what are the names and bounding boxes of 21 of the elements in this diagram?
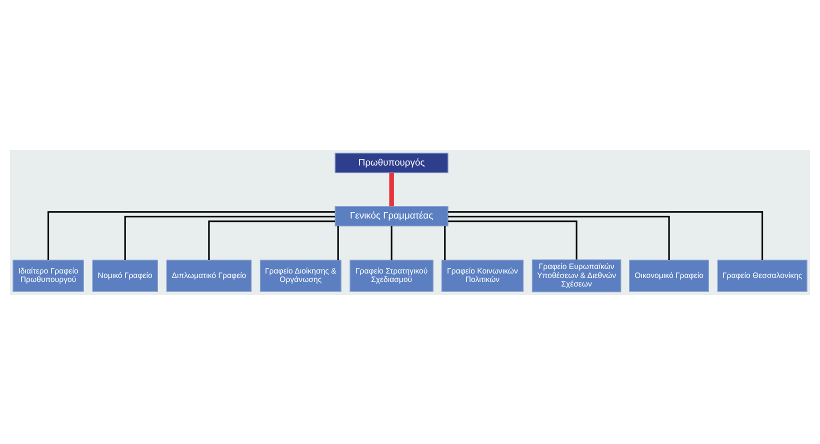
connector [337,226,339,260]
node-box: Γραφείο Κοινωνικών Πολιτικών [441,259,524,292]
node-box: Νομικό Γραφείο [92,259,158,292]
connector [48,210,335,260]
node-box: Γραφείο Θεσσαλονίκης [717,259,808,292]
connector [448,215,670,260]
node-box: Ιδιαίτερο Γραφείο Πρωθυπουργού [12,259,84,292]
connector [444,226,446,260]
connector [124,215,336,260]
connector [208,220,336,260]
connector [389,172,394,206]
node-box: Γραφείο Διοίκησης & Οργάνωσης [260,259,342,292]
connector [448,220,578,259]
node-box: Γραφείο Στρατηγικού Σχεδιασμού [350,259,434,292]
node-box: Γραφείο Ευρωπαϊκών Υποθέσεων & Διεθνών Σχέσεων [532,258,622,292]
connector [390,226,392,260]
connector [448,210,764,260]
node-box: Οικονομικό Γραφείο [629,259,710,292]
node-box: Πρωθυπουργός [334,152,448,173]
node-box: Διπλωματικό Γραφείο [166,259,252,292]
node-box: Γενικός Γραμματέας [334,206,448,226]
